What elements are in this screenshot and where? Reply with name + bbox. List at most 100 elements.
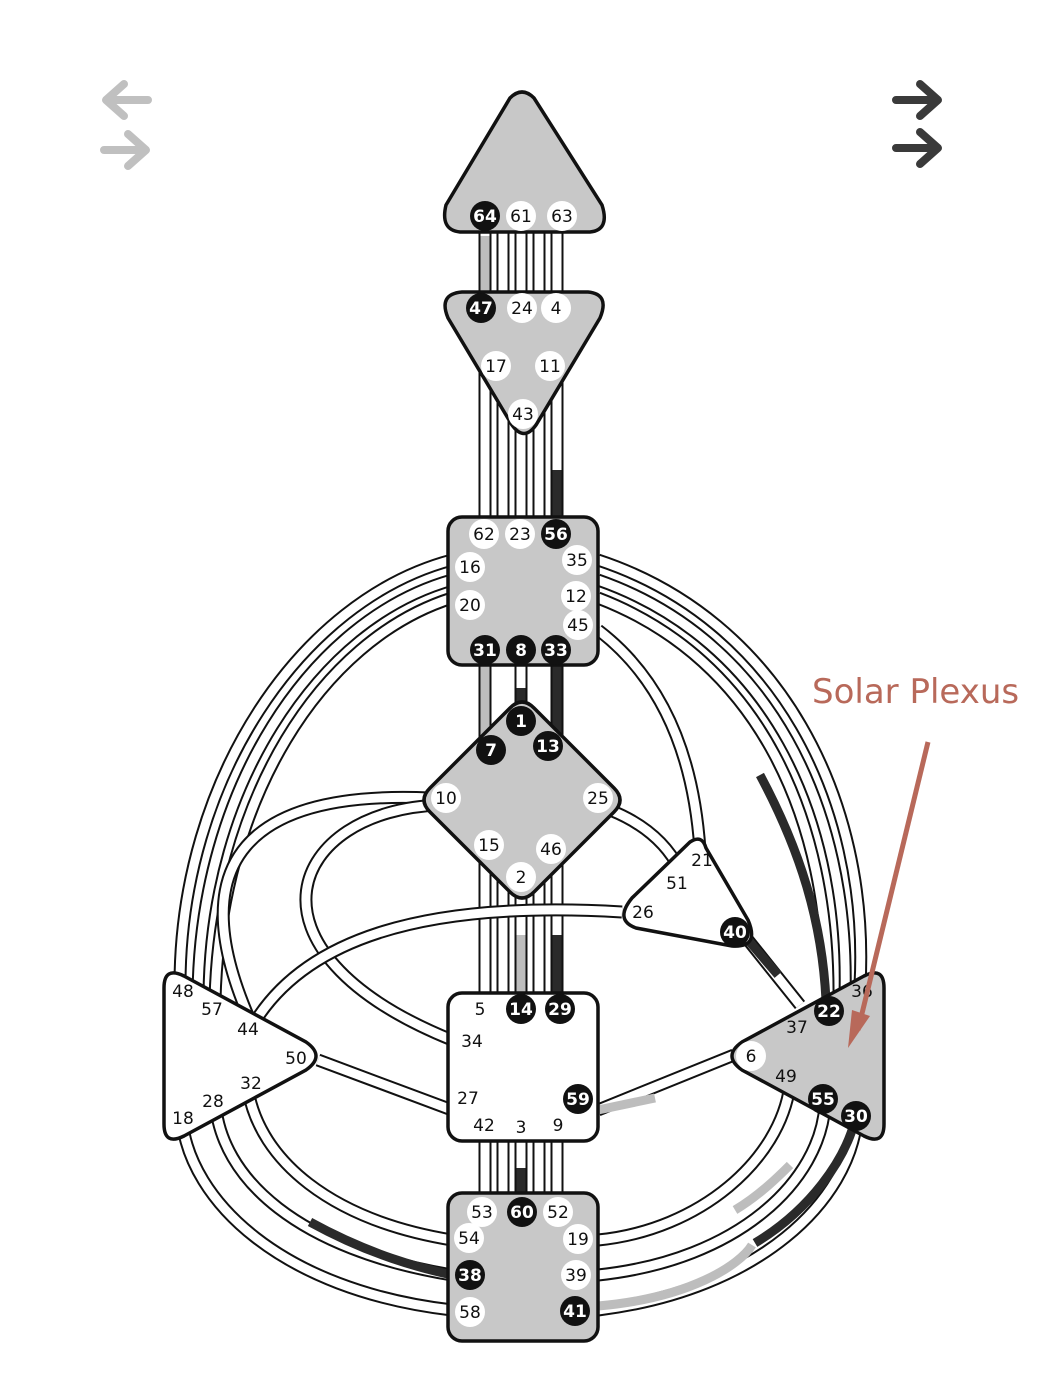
gate-2: 2 [506,862,536,892]
gate-number: 38 [458,1266,482,1286]
gate-marker [541,293,571,323]
channel-19-49 [597,1084,795,1245]
channel-39-55 [597,1104,830,1280]
gate-marker [547,201,577,231]
gate-33: 33 [541,635,571,665]
gate-56: 56 [541,519,571,549]
gate-marker [506,994,536,1024]
gate-marker [467,1197,497,1227]
gate-number: 34 [461,1032,483,1052]
gate-number: 53 [471,1203,493,1223]
gate-58: 58 [455,1297,485,1327]
gate-number: 23 [509,525,531,545]
gate-marker [562,545,592,575]
gate-41: 41 [560,1296,590,1326]
active-channel-segment [597,1093,656,1115]
gate-number: 56 [544,525,568,545]
gate-3: 3 [516,1118,527,1138]
gate-31: 31 [470,635,500,665]
gate-number: 59 [566,1090,590,1110]
gate-47: 47 [466,293,496,323]
gate-number: 31 [473,641,497,661]
gate-marker [455,1297,485,1327]
gate-marker [814,996,844,1026]
gate-number: 62 [473,525,495,545]
gate-22: 22 [814,996,844,1026]
gate-number: 22 [817,1002,841,1022]
gate-23: 23 [505,519,535,549]
root-center [446,1191,600,1343]
gate-number: 32 [240,1074,262,1094]
channel-35-36 [596,555,866,986]
gate-number: 9 [553,1116,564,1136]
active-channel-segment [307,1218,453,1280]
gate-marker [506,862,536,892]
gate-number: 27 [457,1089,479,1109]
gate-17: 17 [481,351,511,381]
gate-marker [506,201,536,231]
gate-marker [720,917,750,947]
active-channel-segment [732,1161,794,1214]
gate-48: 48 [172,982,194,1002]
gate-8: 8 [506,635,536,665]
gate-marker [561,1260,591,1290]
gate-number: 60 [510,1203,534,1223]
solar-plexus-annotation: Solar Plexus [812,672,1019,1048]
gate-marker [469,519,499,549]
head-center [442,90,606,234]
gate-marker [808,1084,838,1114]
gate-number: 13 [536,737,560,757]
gate-55: 55 [808,1084,838,1114]
gate-marker [505,519,535,549]
gate-59: 59 [563,1084,593,1114]
gate-number: 35 [566,551,588,571]
gate-number: 8 [515,641,527,661]
gate-43: 43 [508,399,538,429]
gate-42: 42 [473,1116,495,1136]
gate-number: 29 [548,1000,572,1020]
gate-marker [455,1260,485,1290]
gate-28: 28 [202,1092,224,1112]
gate-number: 30 [844,1107,868,1127]
gate-number: 55 [811,1090,835,1110]
gate-number: 28 [202,1092,224,1112]
gate-number: 46 [540,840,562,860]
gate-6: 6 [736,1041,766,1071]
active-channel-segment [756,772,831,1001]
sacral-center [446,991,600,1143]
gate-marker [563,1224,593,1254]
gate-marker [563,1084,593,1114]
gate-marker [454,1223,484,1253]
gate-marker [541,519,571,549]
gate-number: 40 [723,923,747,943]
gate-marker [476,735,506,765]
gate-18: 18 [172,1109,194,1129]
gate-marker [507,1197,537,1227]
gate-number: 61 [510,207,532,227]
gate-62: 62 [469,519,499,549]
gate-13: 13 [533,731,563,761]
active-channels [307,236,860,1311]
gate-number: 19 [567,1230,589,1250]
channel-54-32 [243,1089,453,1245]
gate-57: 57 [201,1000,223,1020]
gate-16: 16 [455,552,485,582]
gate-marker [506,635,536,665]
gate-63: 63 [547,201,577,231]
channel-12-22 [596,593,833,1001]
left-arrow-icon [100,80,152,170]
centers [162,90,886,1343]
gate-39: 39 [561,1260,591,1290]
gate-marker [508,399,538,429]
channel-27-50 [316,1055,454,1115]
gate-marker [560,1296,590,1326]
gate-32: 32 [240,1074,262,1094]
right-arrow-icon [892,80,942,168]
gate-number: 17 [485,357,507,377]
gate-number: 11 [539,357,561,377]
gate-25: 25 [583,783,613,813]
gate-53: 53 [467,1197,497,1227]
gate-number: 57 [201,1000,223,1020]
gate-34: 34 [461,1032,483,1052]
